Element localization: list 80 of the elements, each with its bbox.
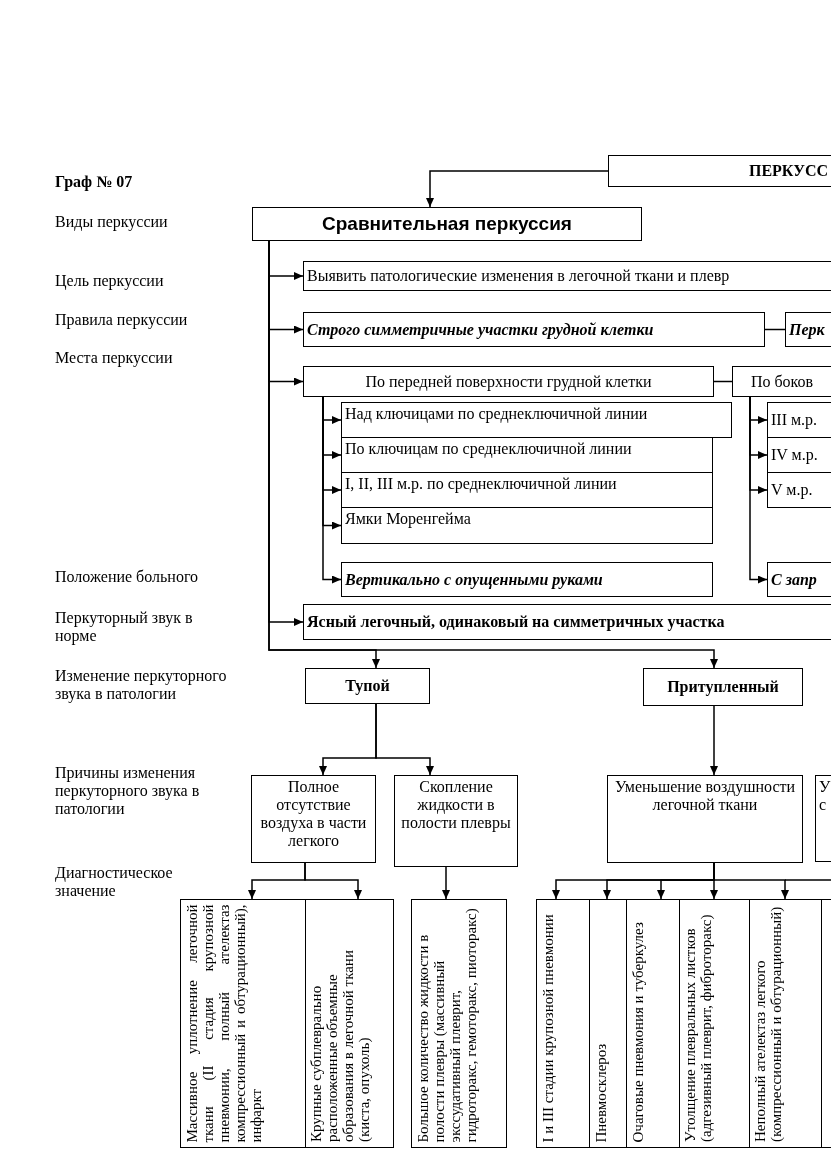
box-text: Выявить патологические изменения в легочной ткани и плевр	[307, 267, 730, 285]
cell-text: Крупные субплеврально расположенные объемные образования в легочной ткани (киста, опухоль)	[307, 949, 373, 1144]
box-text: I, II, III м.р. по среднеключичной линии	[345, 475, 617, 493]
box-text: Притупленный	[667, 678, 779, 696]
process-box	[767, 472, 831, 508]
box-text: Перк	[789, 320, 825, 339]
cell-text: Большое количество жидкости в полости плевры (массивный экссудативный плеврит, гидроторакс, гемоторакс, пиоторакс)	[413, 906, 480, 1144]
arrow	[322, 396, 342, 584]
process-box	[303, 366, 714, 397]
process-box	[767, 562, 831, 597]
box-text: Полное отсутствие воздуха в части легкого	[259, 778, 368, 850]
process-box	[341, 507, 713, 544]
box-text: Уменьшение воздушности легочной ткани	[613, 778, 797, 814]
row-label: Виды перкуссии	[55, 213, 169, 231]
process-box	[341, 402, 732, 438]
box-text: Вертикально с опущенными руками	[345, 570, 603, 589]
cell-text: I и III стадии крупозной пневмонии	[538, 912, 557, 1144]
row-label: Причины изменения перкуторного звука в патологии	[55, 764, 201, 818]
process-box	[252, 207, 642, 241]
process-box	[411, 899, 507, 1148]
row-label: Положение больного	[55, 568, 200, 586]
cell-text: Пневмосклероз	[591, 1042, 610, 1144]
process-box	[589, 899, 627, 1148]
arrow	[442, 866, 450, 900]
box-text: IV м.р.	[771, 446, 818, 464]
arrow	[710, 705, 718, 776]
connector-line	[764, 328, 786, 331]
box-text: III м.р.	[771, 411, 818, 429]
box-text: Тупой	[345, 677, 390, 695]
box-text: Строго симметричные участки грудной клетки	[307, 320, 654, 339]
box-text: По боков	[750, 372, 814, 391]
box-text: Ямки Моренгейма	[345, 510, 471, 528]
process-box	[303, 261, 831, 291]
box-text: У с	[819, 778, 831, 814]
box-text: Сравнительная перкуссия	[322, 215, 572, 233]
process-box	[180, 899, 306, 1148]
row-label: Перкуторный звук в норме	[55, 609, 194, 645]
arrow	[749, 396, 768, 584]
box-text: По ключицам по среднеключичной линии	[345, 440, 632, 458]
arrow	[304, 862, 362, 900]
process-box	[303, 604, 831, 640]
row-label: Места перкуссии	[55, 349, 174, 367]
arrow	[375, 703, 434, 776]
process-box	[643, 668, 803, 706]
graph-number: Граф № 07	[55, 173, 134, 191]
process-box	[732, 366, 831, 397]
process-box	[341, 562, 713, 597]
box-text: ПЕРКУСС	[748, 162, 828, 180]
box-text: Над ключицами по среднеключичной линии	[345, 405, 648, 423]
arrow	[426, 170, 609, 208]
process-box	[815, 775, 831, 862]
box-text: V м.р.	[771, 481, 813, 499]
row-label: Диагностическое значение	[55, 864, 174, 900]
cell-text: Очаговые пневмония и туберкулез	[628, 920, 647, 1144]
box-text: Скопление жидкости в полости плевры	[400, 778, 512, 832]
process-box	[785, 312, 831, 347]
box-text: Ясный легочный, одинаковый на симметричных участка	[307, 613, 725, 631]
row-label: Цель перкуссии	[55, 272, 165, 290]
process-box	[536, 899, 590, 1148]
process-box	[607, 775, 803, 863]
cell-text: Неполный ателектаз легкого (компрессионный и обтурационный)	[751, 905, 785, 1144]
process-box	[679, 899, 750, 1148]
table-cell	[821, 899, 831, 1148]
box-text: С запр	[771, 570, 817, 589]
box-text: По передней поверхности грудной клетки	[365, 372, 652, 391]
process-box	[767, 402, 831, 438]
process-box	[394, 775, 518, 867]
process-box	[341, 437, 713, 473]
cell-text: Утолщение плевральных листков (адгезивный плеврит, фиброторакс)	[681, 913, 715, 1144]
process-box	[303, 312, 765, 347]
process-box	[608, 155, 831, 187]
process-box	[341, 472, 713, 508]
process-box	[305, 668, 430, 704]
row-label: Изменение перкуторного звука в патологии	[55, 667, 228, 703]
process-box	[251, 775, 376, 863]
process-box	[305, 899, 394, 1148]
row-label: Правила перкуссии	[55, 311, 189, 329]
cell-text: Массивное уплотнение легочной ткани (II стадия крупозной пневмонии, полный ателектаз компрессионный и обтурационный), инфаркт	[182, 903, 265, 1145]
process-box	[626, 899, 680, 1148]
process-box	[749, 899, 822, 1148]
